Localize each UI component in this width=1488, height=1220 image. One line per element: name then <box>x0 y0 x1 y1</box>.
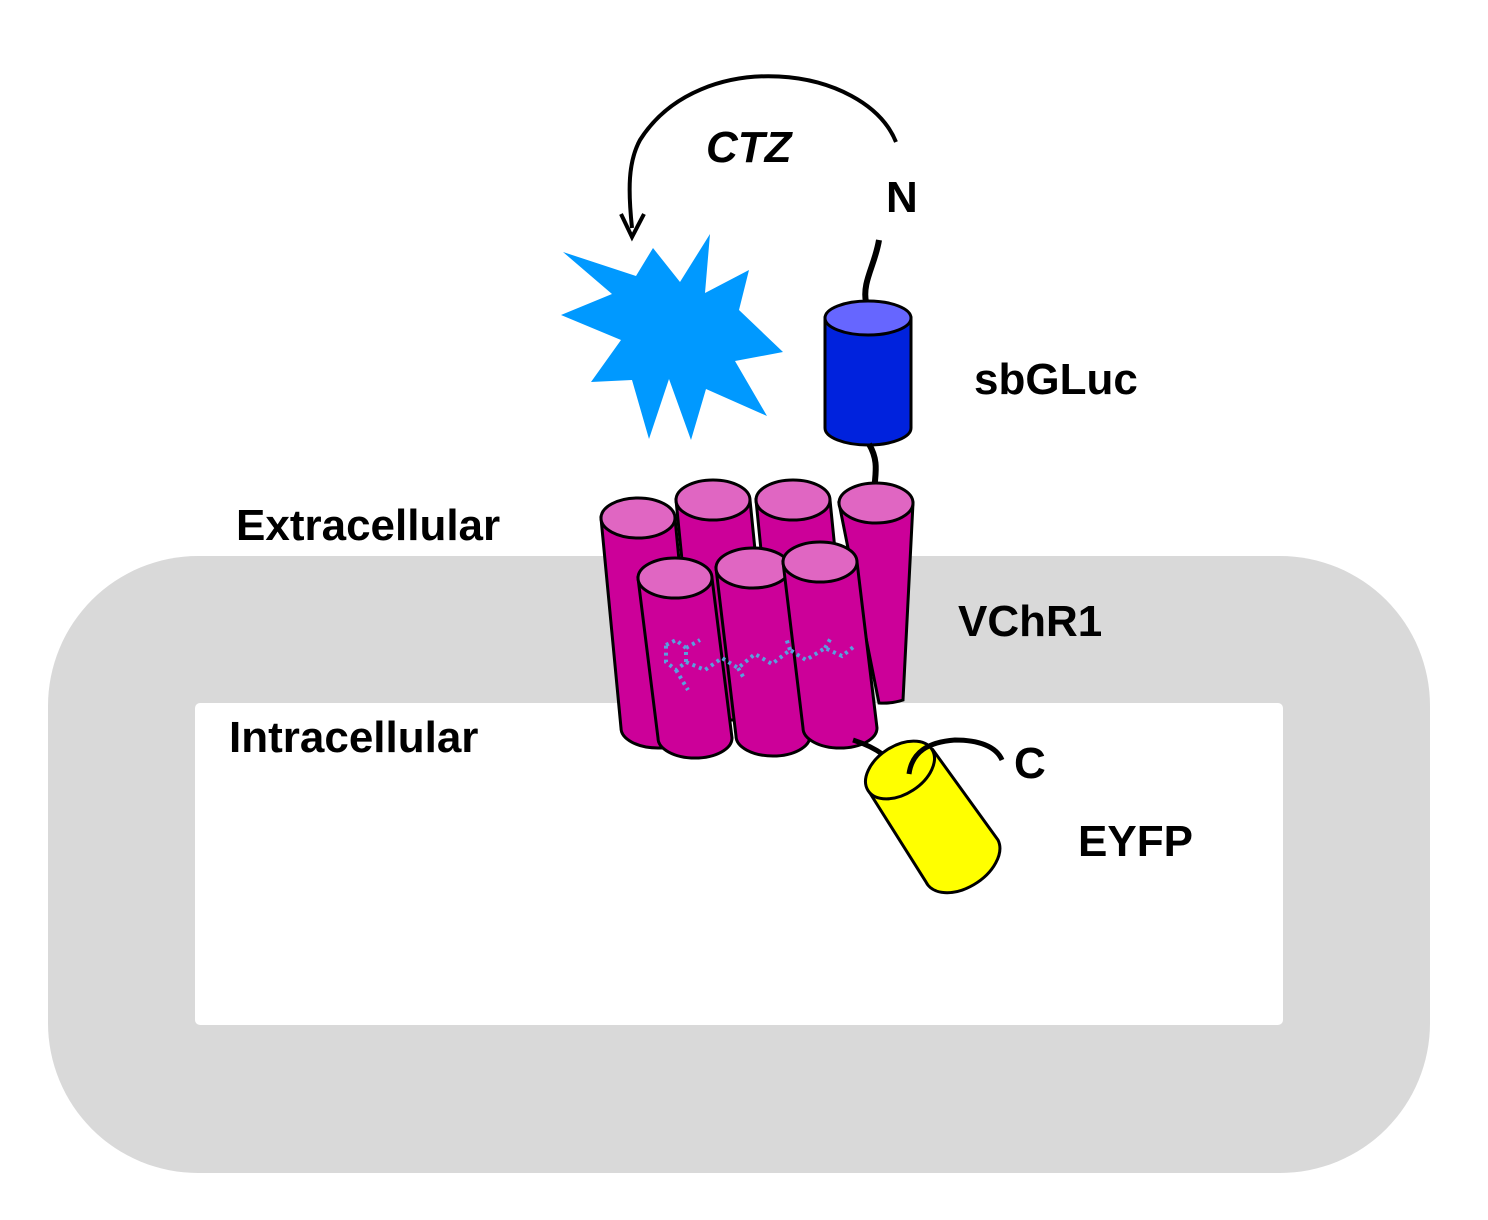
vchr1-label: VChR1 <box>958 597 1102 646</box>
ctz-arrow <box>619 74 898 242</box>
c-terminus-label: C <box>1014 739 1046 788</box>
n-terminus-label: N <box>886 173 918 222</box>
vchr1-helix-bundle <box>599 478 915 760</box>
light-burst <box>561 234 783 440</box>
c-terminal-linker <box>906 737 1005 775</box>
sbgluc-cylinder <box>823 299 913 447</box>
intracellular-region <box>195 703 1283 1025</box>
sbgluc-label: sbGLuc <box>974 355 1138 404</box>
helix-front-1 <box>636 556 734 760</box>
extracellular-label: Extracellular <box>236 501 500 550</box>
helix-front-3 <box>781 540 879 750</box>
helix-front-2 <box>714 546 812 758</box>
eyfp-label: EYFP <box>1078 817 1193 866</box>
n-terminal-linker <box>862 239 882 303</box>
retinal-chromophore <box>664 634 858 692</box>
intracellular-label: Intracellular <box>229 713 478 762</box>
ctz-label: CTZ <box>706 123 794 172</box>
helix-back-4 <box>837 481 915 705</box>
